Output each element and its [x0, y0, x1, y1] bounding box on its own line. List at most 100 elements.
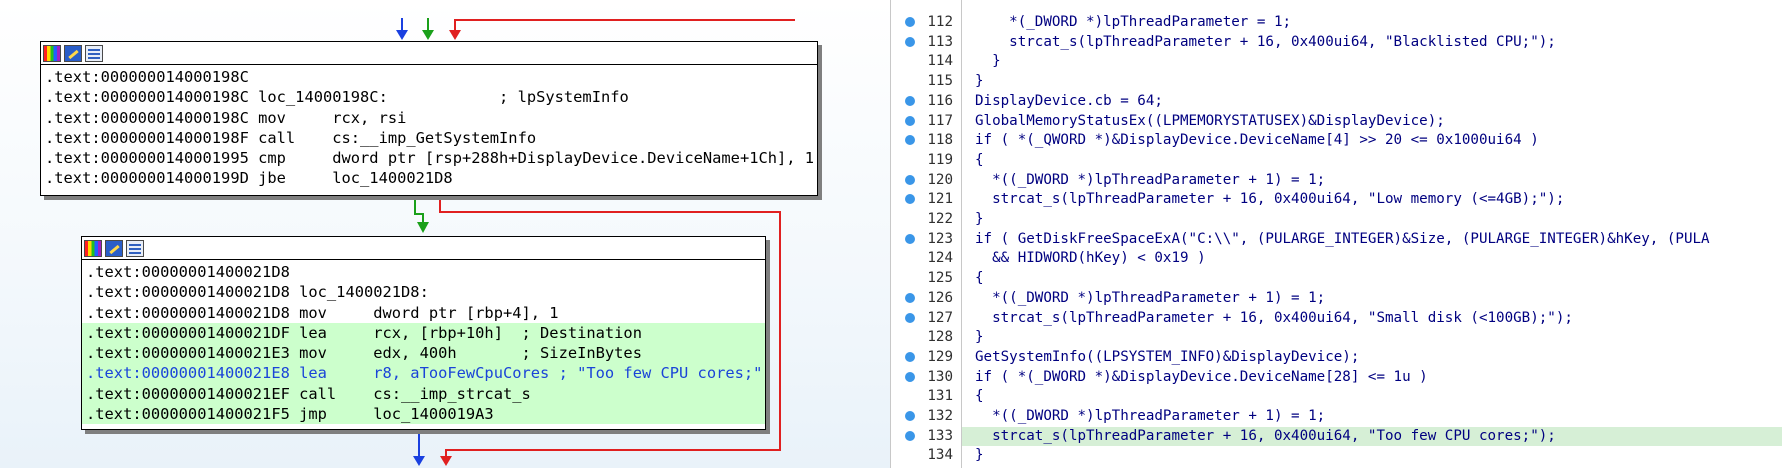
code-line[interactable]: 113 strcat_s(lpThreadParameter + 16, 0x4…: [891, 33, 1782, 53]
code-text[interactable]: strcat_s(lpThreadParameter + 16, 0x400ui…: [975, 191, 1565, 208]
graph-node-icon[interactable]: [85, 44, 103, 62]
code-line[interactable]: 131{: [891, 387, 1782, 407]
line-number: 119: [927, 151, 953, 168]
breakpoint-dot-icon[interactable]: [905, 312, 915, 323]
edge-incoming-green: [422, 18, 434, 40]
code-text[interactable]: if ( GetDiskFreeSpaceExA("C:\\", (PULARG…: [975, 230, 1710, 247]
code-line[interactable]: 127 strcat_s(lpThreadParameter + 16, 0x4…: [891, 309, 1782, 329]
code-text[interactable]: {: [975, 388, 984, 405]
asm-line-highlighted[interactable]: .text:00000001400021E3 mov edx, 400h ; S…: [82, 343, 765, 364]
asm-line[interactable]: .text:00000001400021D8: [86, 263, 290, 281]
asm-line[interactable]: .text:000000014000198C mov rcx, rsi: [45, 108, 407, 127]
code-text[interactable]: if ( *(_DWORD *)&DisplayDevice.DeviceNam…: [975, 368, 1428, 385]
code-block-loc-14000198c[interactable]: .text:000000014000198C .text:00000001400…: [40, 41, 818, 196]
code-block-loc-1400021d8[interactable]: .text:00000001400021D8 .text:00000001400…: [81, 236, 766, 430]
edge-false-branch: [439, 196, 781, 466]
line-number: 129: [927, 348, 953, 365]
asm-line[interactable]: .text:00000001400021D8 mov dword ptr [rb…: [86, 303, 559, 322]
code-line[interactable]: 132 *((_DWORD *)lpThreadParameter + 1) =…: [891, 407, 1782, 427]
code-text[interactable]: DisplayDevice.cb = 64;: [975, 92, 1163, 109]
asm-line-highlighted[interactable]: .text:00000001400021DF lea rcx, [rbp+10h…: [82, 322, 765, 344]
code-line[interactable]: 134}: [891, 446, 1782, 466]
asm-line-highlighted[interactable]: .text:00000001400021F5 jmp loc_1400019A3: [82, 404, 765, 425]
code-text[interactable]: }: [975, 447, 984, 464]
code-line[interactable]: 114 }: [891, 52, 1782, 72]
code-text[interactable]: strcat_s(lpThreadParameter + 16, 0x400ui…: [975, 427, 1556, 444]
breakpoint-dot-icon[interactable]: [905, 194, 915, 205]
code-text[interactable]: if ( *(_QWORD *)&DisplayDevice.DeviceNam…: [975, 132, 1539, 149]
asm-line[interactable]: .text:000000014000198C loc_14000198C: ; …: [45, 88, 629, 107]
line-number: 133: [927, 427, 953, 444]
breakpoint-dot-icon[interactable]: [905, 36, 915, 47]
breakpoint-dot-icon[interactable]: [905, 411, 915, 421]
code-line[interactable]: 121 strcat_s(lpThreadParameter + 16, 0x4…: [891, 190, 1782, 210]
pseudocode-view[interactable]: 112 *(_DWORD *)lpThreadParameter = 1;113…: [891, 0, 1782, 468]
breakpoint-dot-icon[interactable]: [905, 95, 915, 106]
code-text[interactable]: GetSystemInfo((LPSYSTEM_INFO)&DisplayDev…: [975, 348, 1360, 365]
code-text[interactable]: *((_DWORD *)lpThreadParameter + 1) = 1;: [975, 171, 1326, 188]
color-palette-icon[interactable]: [43, 44, 61, 62]
code-line[interactable]: 124 && HIDWORD(hKey) < 0x19 ): [891, 249, 1782, 269]
asm-line[interactable]: .text:0000000140001995 cmp dword ptr [rs…: [45, 149, 815, 168]
code-line[interactable]: 120 *((_DWORD *)lpThreadParameter + 1) =…: [891, 171, 1782, 191]
code-text[interactable]: }: [975, 53, 1001, 70]
graph-edges: [396, 18, 795, 466]
line-number: 113: [927, 33, 953, 50]
line-number-gutter: [891, 0, 962, 468]
code-text[interactable]: GlobalMemoryStatusEx((LPMEMORYSTATUSEX)&…: [975, 112, 1445, 129]
asm-line[interactable]: .text:00000001400021D8 loc_1400021D8:: [86, 283, 429, 302]
code-text[interactable]: strcat_s(lpThreadParameter + 16, 0x400ui…: [975, 309, 1573, 326]
code-text[interactable]: && HIDWORD(hKey) < 0x19 ): [975, 250, 1206, 267]
code-line-highlighted[interactable]: 133 strcat_s(lpThreadParameter + 16, 0x4…: [891, 426, 1782, 447]
code-text[interactable]: *(_DWORD *)lpThreadParameter = 1;: [975, 14, 1292, 30]
code-line[interactable]: 112 *(_DWORD *)lpThreadParameter = 1;: [891, 13, 1782, 33]
code-text[interactable]: }: [975, 73, 984, 90]
code-line[interactable]: 129 GetSystemInfo((LPSYSTEM_INFO)&Display…: [891, 348, 1782, 368]
code-line[interactable]: 115}: [891, 72, 1782, 92]
asm-line[interactable]: .text:000000014000198C: [45, 68, 249, 86]
breakpoint-dot-icon[interactable]: [905, 351, 915, 362]
asm-line[interactable]: .text:000000014000198F call cs:__imp_Get…: [45, 128, 537, 147]
pane-splitter[interactable]: [890, 0, 891, 468]
breakpoint-dot-icon[interactable]: [905, 233, 915, 244]
code-line[interactable]: 119 {: [891, 151, 1782, 171]
breakpoint-dot-icon[interactable]: [905, 135, 915, 146]
breakpoint-dot-icon[interactable]: [905, 174, 915, 185]
color-palette-icon[interactable]: [84, 239, 102, 257]
line-number: 125: [927, 270, 953, 287]
code-text[interactable]: strcat_s(lpThreadParameter + 16, 0x400ui…: [975, 33, 1556, 50]
code-text[interactable]: *((_DWORD *)lpThreadParameter + 1) = 1;: [975, 289, 1326, 306]
graph-view[interactable]: .text:000000014000198C .text:00000001400…: [0, 0, 890, 468]
graph-node-icon[interactable]: [126, 239, 144, 257]
edit-icon[interactable]: [105, 239, 123, 257]
asm-line-selected[interactable]: .text:00000001400021E8 lea r8, aTooFewCp…: [82, 363, 765, 384]
line-number: 126: [927, 289, 953, 306]
line-number: 128: [927, 329, 953, 346]
code-line[interactable]: 125 {: [891, 269, 1782, 289]
code-line[interactable]: 128}: [891, 328, 1782, 348]
breakpoint-dot-icon[interactable]: [905, 292, 915, 303]
line-number: 112: [927, 14, 953, 30]
line-number: 115: [927, 73, 953, 90]
code-text[interactable]: {: [975, 270, 984, 287]
breakpoint-dot-icon[interactable]: [905, 430, 915, 441]
line-number: 121: [927, 191, 953, 208]
code-text[interactable]: {: [975, 151, 984, 168]
edit-icon[interactable]: [64, 44, 82, 62]
breakpoint-dot-icon[interactable]: [905, 371, 915, 382]
code-text[interactable]: }: [975, 329, 984, 346]
breakpoint-dot-icon[interactable]: [905, 17, 915, 27]
line-number: 114: [927, 53, 953, 70]
breakpoint-dot-icon[interactable]: [905, 115, 915, 126]
code-text[interactable]: }: [975, 211, 984, 227]
asm-line-highlighted[interactable]: .text:00000001400021EF call cs:__imp_str…: [82, 383, 765, 405]
code-line[interactable]: 126 *((_DWORD *)lpThreadParameter + 1) =…: [891, 289, 1782, 309]
code-line[interactable]: 122}: [891, 210, 1782, 230]
code-text[interactable]: *((_DWORD *)lpThreadParameter + 1) = 1;: [975, 408, 1326, 424]
asm-line[interactable]: .text:000000014000199D jbe loc_1400021D8: [45, 169, 453, 188]
